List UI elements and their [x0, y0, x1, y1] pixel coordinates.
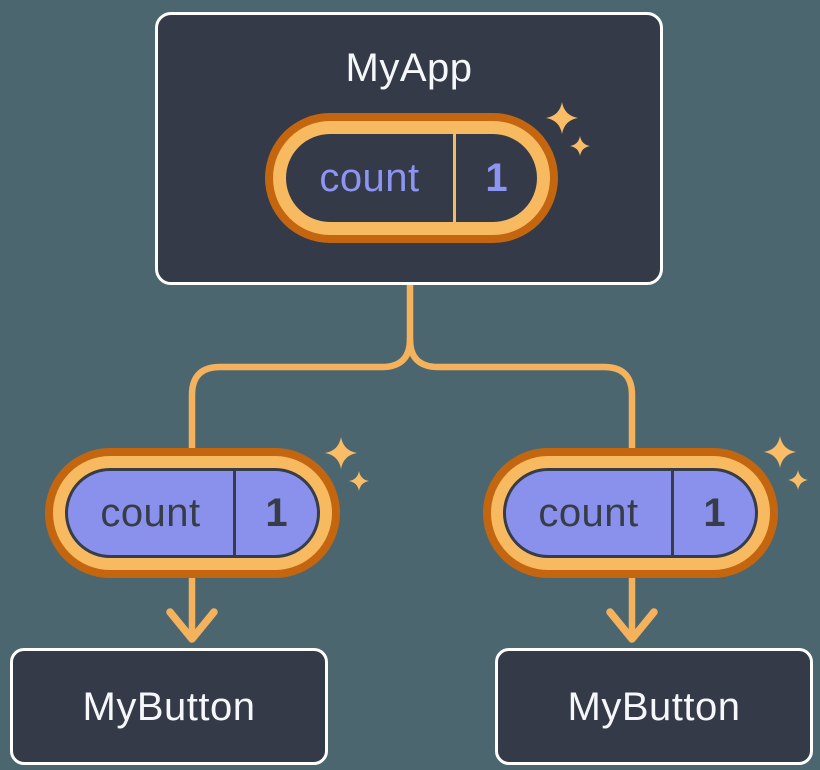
component-title: MyButton: [82, 685, 256, 729]
pill-divider: [671, 471, 674, 555]
pill-value: 1: [703, 490, 726, 535]
component-box-mybutton-left: MyButton: [10, 648, 328, 765]
pill-label: count: [538, 490, 639, 535]
prop-pill-right: count 1: [483, 448, 778, 578]
pill-value: 1: [485, 155, 508, 200]
component-title: MyApp: [345, 46, 473, 90]
pill-divider: [233, 471, 236, 555]
pill-divider: [453, 134, 456, 222]
prop-pill-left: count 1: [45, 448, 340, 578]
pill-body: count 1: [65, 468, 320, 558]
connector-right-branch: [406, 335, 636, 638]
component-box-myapp: MyApp count 1: [155, 12, 663, 285]
pill-ring: count 1: [273, 121, 550, 235]
pill-label: count: [100, 490, 201, 535]
state-pill-myapp: count 1: [265, 113, 558, 243]
component-box-mybutton-right: MyButton: [495, 648, 813, 765]
arrow-down-icon: [166, 608, 218, 643]
pill-value: 1: [265, 490, 288, 535]
pill-ring: count 1: [53, 456, 332, 570]
arrow-down-icon: [606, 608, 658, 643]
sparkle-small-icon: [570, 136, 590, 156]
pill-body: count 1: [286, 134, 537, 222]
pill-label: count: [319, 155, 420, 200]
component-title: MyButton: [567, 685, 741, 729]
sparkle-large-icon: [546, 102, 578, 134]
pill-ring: count 1: [491, 456, 770, 570]
pill-body: count 1: [503, 468, 758, 558]
